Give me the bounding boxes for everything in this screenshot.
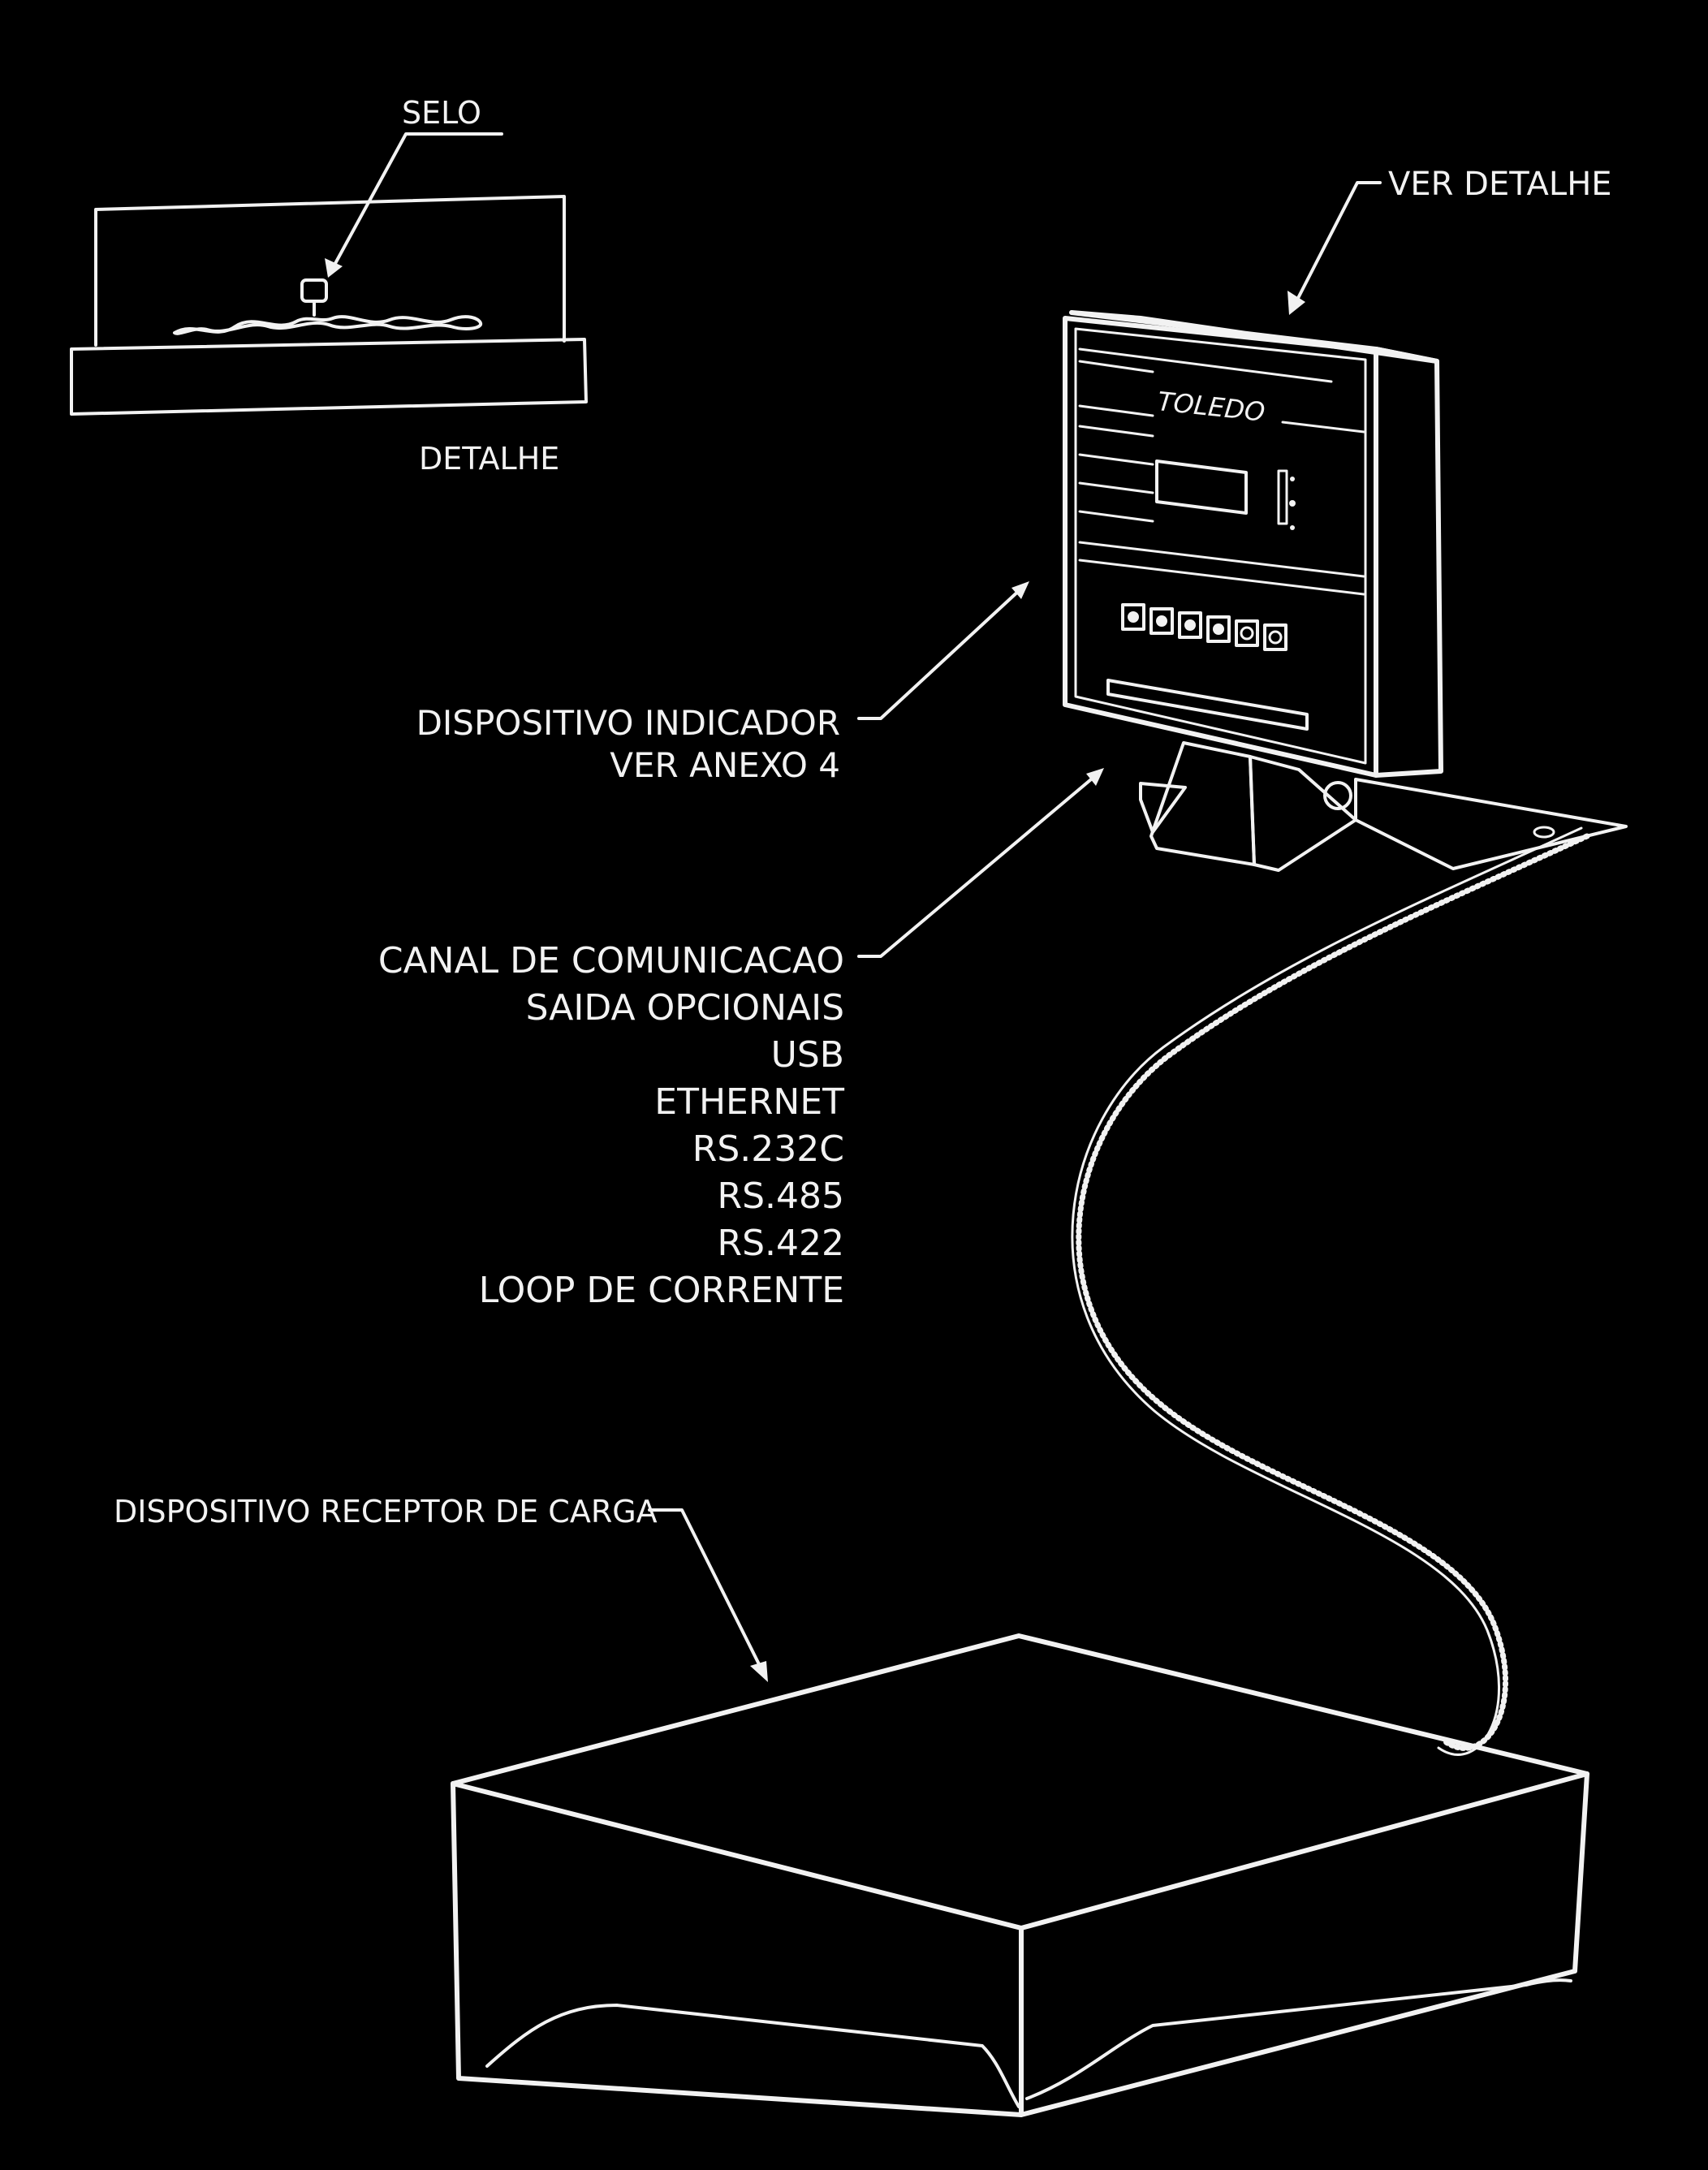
indicator-display (1155, 459, 1248, 515)
platform-top (451, 1633, 1589, 1931)
comm-line-6: RS.485 (718, 1176, 844, 1217)
see-detail-label: VER DETALHE (1388, 166, 1612, 203)
comm-lines: CANAL DE COMUNICACAO SAIDA OPCIONAIS USB ET… (378, 940, 844, 1311)
comm-line-3: USB (771, 1034, 844, 1076)
indicator-led-strip (1277, 469, 1288, 525)
indicator-base-plate (1354, 778, 1628, 870)
platform-cutout-front (485, 2004, 1020, 2108)
key-3 (1178, 611, 1202, 639)
indicator-bracket (1149, 741, 1256, 866)
key-1 (1121, 603, 1145, 631)
detail-base-plate (70, 338, 588, 416)
detail-caption: DETALHE (419, 441, 559, 477)
comm-line-7: RS.422 (718, 1223, 844, 1264)
seal-lead (300, 278, 328, 303)
platform-cutout-side (1025, 1978, 1572, 2100)
see-detail-leader (1293, 181, 1382, 306)
seal-label: SELO (402, 95, 481, 131)
comm-leader (857, 774, 1098, 958)
load-receptor-leader (648, 1508, 765, 1674)
comm-line-4: ETHERNET (654, 1081, 844, 1123)
comm-line-5: RS.232C (692, 1128, 844, 1170)
weighing-platform (451, 1633, 1589, 2117)
key-6 (1263, 623, 1287, 651)
detail-panel-outline (94, 195, 566, 347)
platform-side (1019, 1771, 1589, 2117)
indicator-knob (1323, 781, 1352, 810)
comm-line-8: LOOP DE CORRENTE (479, 1270, 844, 1311)
platform-front (451, 1781, 1024, 2117)
comm-line-2: SAIDA OPCIONAIS (526, 987, 844, 1029)
key-5 (1235, 619, 1259, 647)
indicator-top (1069, 310, 1439, 364)
indicator-keypad (1121, 603, 1287, 651)
load-receptor-callout: DISPOSITIVO RECEPTOR DE CARGA (114, 1494, 768, 1682)
indicator-callout: DISPOSITIVO INDICADOR VER ANEXO 4 (416, 581, 1029, 785)
indicator-side (1374, 347, 1443, 778)
see-detail-callout: VER DETALHE (1287, 166, 1612, 315)
seal-wire (173, 315, 482, 335)
seal-leader-line (331, 132, 503, 270)
indicator-slot (1106, 679, 1309, 731)
key-4 (1206, 615, 1231, 643)
key-2 (1149, 607, 1174, 635)
indicator-label-1: DISPOSITIVO INDICADOR (416, 703, 840, 743)
indicator-front (1063, 316, 1378, 778)
comm-callout: CANAL DE COMUNICACAO SAIDA OPCIONAIS USB ET… (378, 768, 1104, 1311)
detail-inset: SELO DETALHE (70, 95, 588, 477)
weighing-indicator: TOLEDO (1063, 310, 1628, 872)
load-receptor-label: DISPOSITIVO RECEPTOR DE CARGA (114, 1494, 658, 1529)
indicator-brand: TOLEDO (1156, 386, 1266, 428)
indicator-leader (857, 587, 1023, 720)
cable (1076, 833, 1590, 1751)
comm-line-1: CANAL DE COMUNICACAO (378, 940, 844, 981)
seal-arrowhead (325, 258, 343, 278)
indicator-label-2: VER ANEXO 4 (610, 745, 840, 785)
